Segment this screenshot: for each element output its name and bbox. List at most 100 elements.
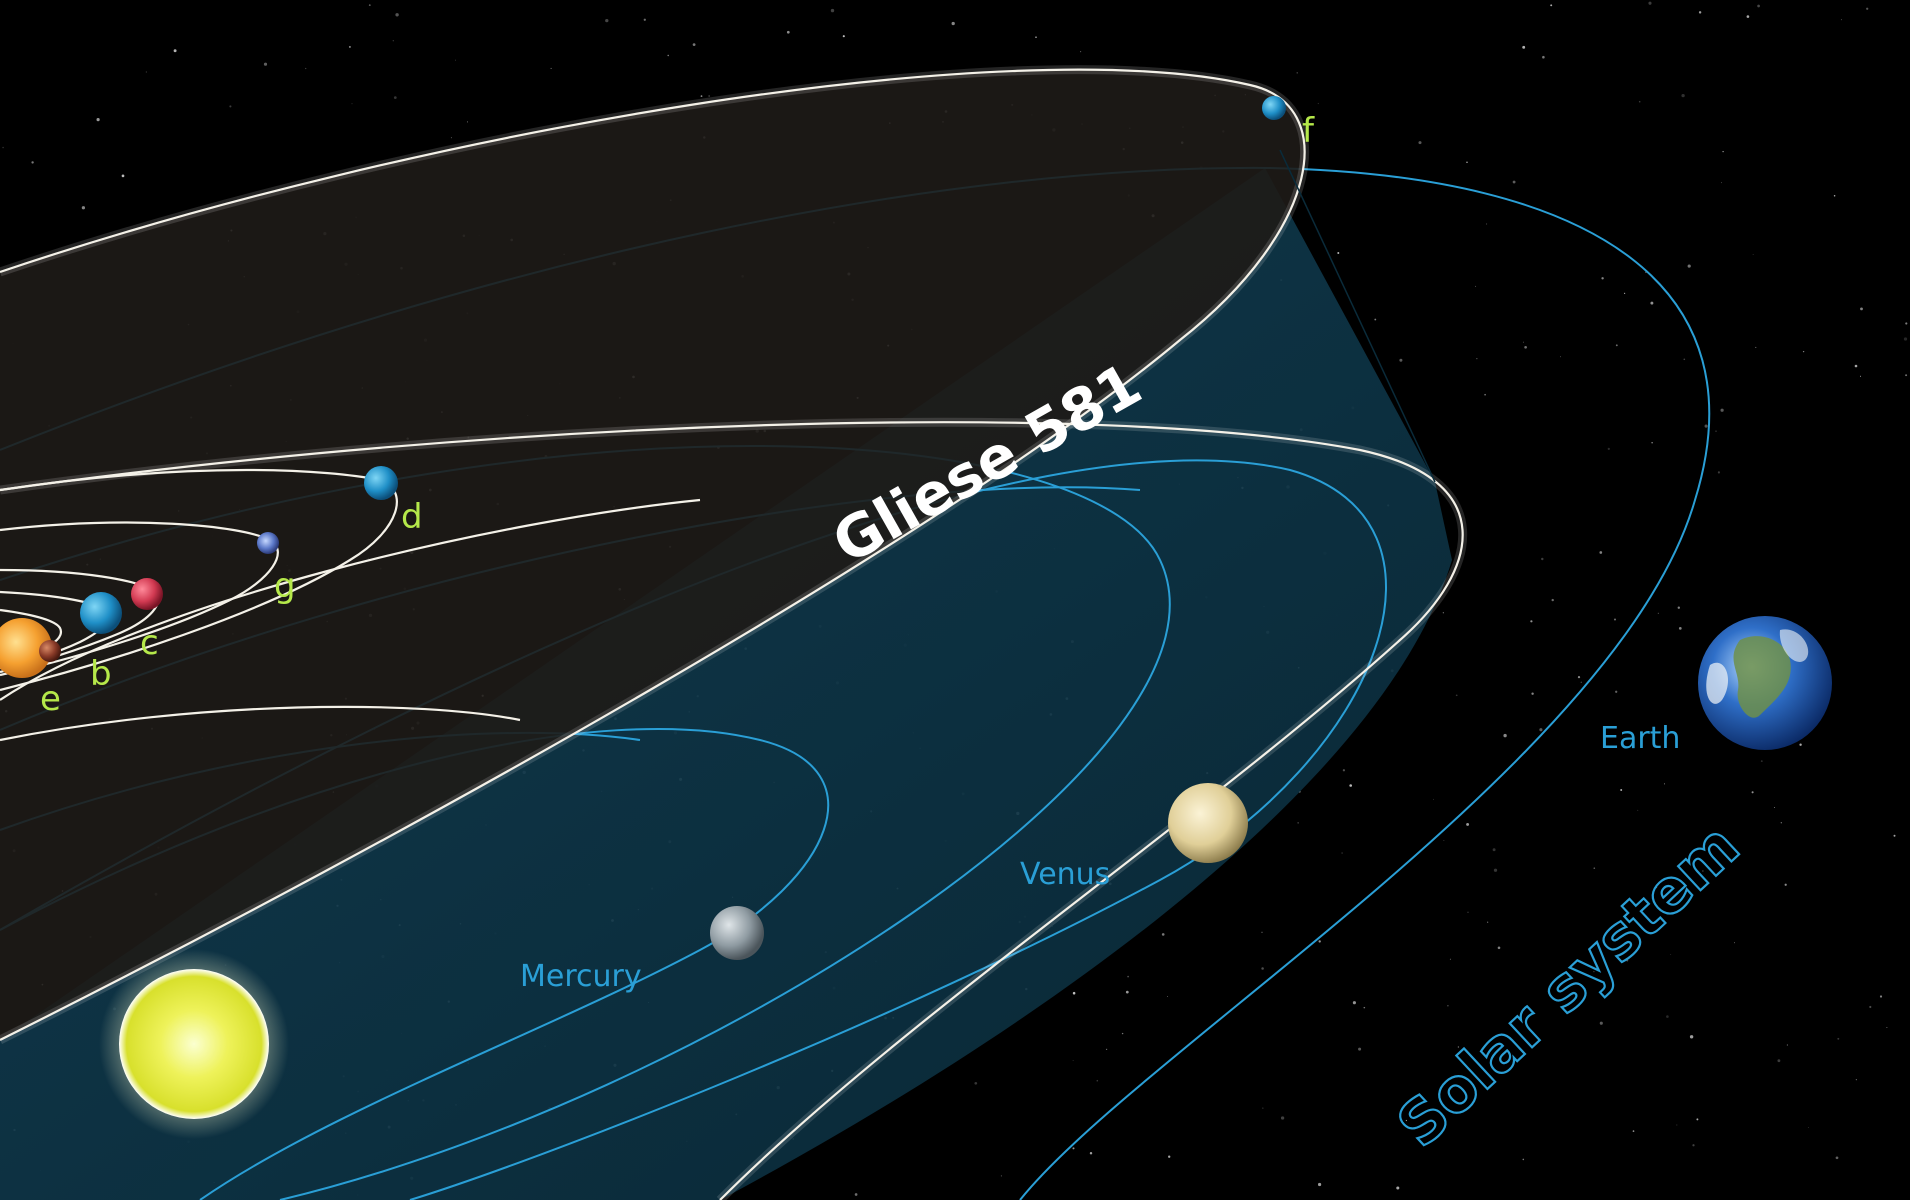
star-dot <box>1746 15 1750 18</box>
star-dot <box>1879 995 1883 998</box>
planet-g-label: g <box>274 566 296 606</box>
planet-c-icon <box>131 578 163 610</box>
star-dot <box>145 71 147 73</box>
star-dot <box>392 40 394 42</box>
star-dot <box>1664 783 1665 785</box>
star-dot <box>1486 223 1488 225</box>
star-dot <box>1593 867 1596 870</box>
star-dot <box>1492 848 1496 852</box>
star-dot <box>1261 931 1263 933</box>
star-dot <box>1512 180 1516 184</box>
star-dot <box>1905 374 1908 377</box>
star-dot <box>1757 4 1760 8</box>
earth-label: Earth <box>1600 721 1680 756</box>
star-dot <box>1484 393 1486 396</box>
star-dot <box>974 1081 978 1085</box>
star-dot <box>1089 1151 1093 1155</box>
star-dot <box>1780 822 1782 824</box>
star-dot <box>1840 19 1842 21</box>
star-dot <box>1670 954 1672 955</box>
star-dot <box>2 146 4 149</box>
star-dot <box>1717 471 1720 474</box>
star-dot <box>1905 322 1908 325</box>
star-dot <box>1777 1059 1781 1063</box>
star-dot <box>305 67 307 70</box>
star-dot <box>1784 883 1787 886</box>
star-dot <box>1632 1130 1635 1132</box>
star-dot <box>1722 150 1724 153</box>
star-dot <box>1774 806 1776 808</box>
star-dot <box>1593 970 1595 973</box>
planet-e-label: e <box>40 679 61 719</box>
star-dot <box>1623 292 1626 295</box>
star-dot <box>1522 1158 1525 1161</box>
star-dot <box>1168 1155 1171 1158</box>
planet-c-label: c <box>140 623 159 663</box>
star-dot <box>1687 264 1691 268</box>
star-dot <box>173 49 177 53</box>
star-dot <box>1580 681 1582 683</box>
star-dot <box>1358 1047 1362 1051</box>
star-dot <box>1497 946 1501 950</box>
star-dot <box>1522 45 1526 49</box>
star-dot <box>1476 358 1478 360</box>
star-dot <box>1655 886 1658 889</box>
star-dot <box>121 174 125 178</box>
star-dot <box>1352 1001 1356 1005</box>
star-dot <box>1297 822 1299 824</box>
star-dot <box>1886 1026 1888 1028</box>
star-dot <box>1418 141 1422 145</box>
star-dot <box>1683 358 1686 361</box>
star-dot <box>1035 36 1037 38</box>
star-dot <box>1802 350 1805 353</box>
orbit-f <box>0 68 1306 1041</box>
star-dot <box>96 118 100 122</box>
venus-label: Venus <box>1020 857 1110 892</box>
star-dot <box>1161 933 1165 936</box>
star-dot <box>450 137 452 139</box>
star-dot <box>700 95 703 97</box>
orbit-inner-return <box>0 705 521 742</box>
orbit-outer-shell <box>0 421 1464 1200</box>
star-dot <box>1539 728 1543 732</box>
star-dot <box>1541 557 1544 561</box>
star-dot <box>1167 995 1169 997</box>
planet-f-label: f <box>1302 111 1315 151</box>
star-dot <box>786 30 790 34</box>
star-dot <box>1613 618 1617 621</box>
planet-e-icon <box>39 640 61 662</box>
star-dot <box>1854 364 1858 368</box>
star-dot <box>1866 7 1869 10</box>
star-dot <box>1702 870 1704 872</box>
star-dot <box>1833 194 1836 197</box>
star-dot <box>1105 1048 1108 1051</box>
star-dot <box>1689 1035 1694 1039</box>
star-dot <box>1835 1156 1839 1160</box>
star-dot <box>1577 676 1581 679</box>
star-dot <box>1721 182 1722 184</box>
star-dot <box>1467 911 1469 914</box>
orbit-g <box>0 521 279 677</box>
star-dot <box>1752 254 1754 255</box>
star-dot <box>1399 358 1403 362</box>
star-dot <box>1493 868 1498 872</box>
planet-b-icon <box>80 592 122 634</box>
star-dot <box>1530 620 1533 623</box>
orbit-innermost <box>0 498 701 701</box>
sun-icon <box>119 969 269 1119</box>
star-dot <box>1121 1032 1124 1035</box>
star-dot <box>1666 1015 1669 1018</box>
mercury-label: Mercury <box>520 959 642 994</box>
star-dot <box>1455 694 1458 697</box>
star-dot <box>667 54 669 57</box>
star-dot <box>1715 430 1717 432</box>
planet-d-label: d <box>401 497 423 537</box>
star-dot <box>1755 346 1757 348</box>
planet-g-icon <box>257 532 279 554</box>
star-dot <box>1692 1144 1695 1147</box>
star-dot <box>1807 1126 1809 1128</box>
star-dot <box>1696 1118 1699 1121</box>
star-dot <box>1449 958 1451 960</box>
planet-f-icon <box>1262 96 1286 120</box>
